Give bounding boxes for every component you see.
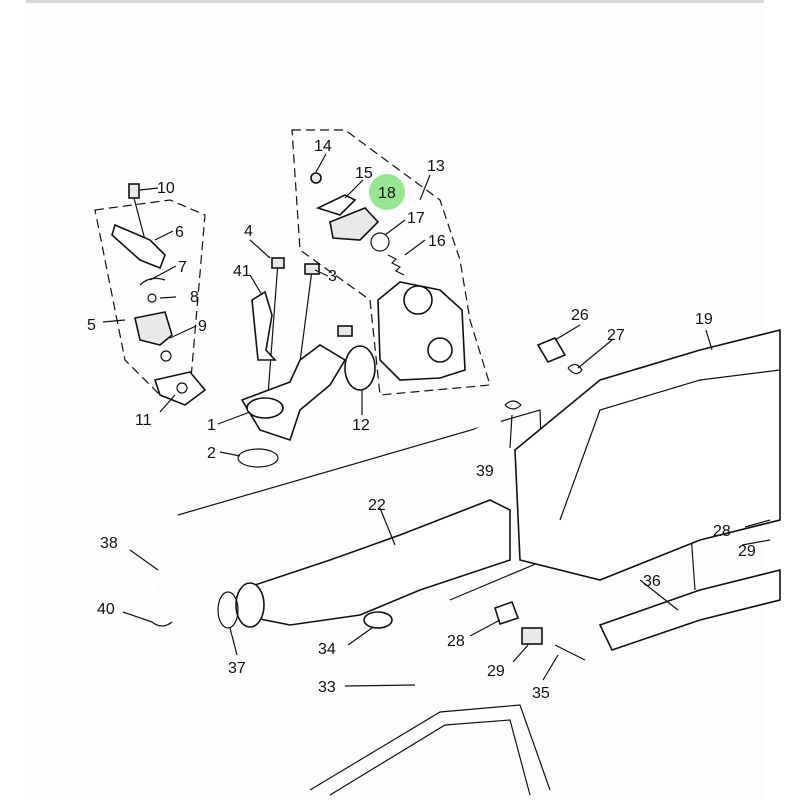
part-12-clamp: [344, 345, 376, 391]
part-injector: [134, 311, 173, 346]
callout-39: 39: [476, 463, 494, 480]
callout-8: 8: [190, 289, 199, 306]
callout-7: 7: [178, 259, 187, 276]
callout-11: 11: [135, 412, 152, 429]
part-19-air-box: [514, 328, 781, 581]
part-15-plate: [315, 194, 357, 216]
callout-2: 2: [207, 445, 216, 462]
part-35-bolt: [554, 644, 586, 661]
part-8-oring: [147, 293, 157, 303]
callout-40: 40: [97, 601, 115, 618]
callout-28-lower: 28: [447, 633, 465, 650]
part-40-clip: [151, 621, 173, 627]
callout-29-lower: 29: [487, 663, 505, 680]
part-36-cover: [598, 568, 781, 651]
callout-26: 26: [571, 307, 589, 324]
top-border: [26, 0, 764, 3]
group-13-box: [291, 129, 491, 396]
part-2-gasket: [237, 448, 279, 468]
callout-22: 22: [368, 497, 386, 514]
part-37-clamp: [217, 591, 239, 629]
callout-13: 13: [427, 158, 445, 175]
part-18-highlight: [369, 174, 405, 210]
part-27-clip: [567, 363, 583, 375]
callout-29-upper: 29: [738, 543, 756, 560]
part-16-spring: [387, 254, 405, 276]
part-39-clip: [504, 400, 522, 410]
part-17-sensor: [329, 207, 380, 241]
callout-37: 37: [228, 660, 246, 677]
part-29-grommet: [521, 627, 543, 645]
part-41-bracket: [251, 290, 277, 361]
part-34-clamp: [363, 611, 393, 629]
callout-38: 38: [100, 535, 118, 552]
callout-1: 1: [207, 417, 216, 434]
callout-18[interactable]: 18: [378, 185, 396, 202]
callout-36: 36: [643, 573, 661, 590]
part-28-pipe: [494, 600, 520, 626]
callout-27: 27: [607, 327, 625, 344]
callout-12: 12: [352, 417, 370, 434]
part-6-bracket: [111, 223, 166, 270]
callout-41: 41: [233, 263, 251, 280]
callout-19: 19: [695, 311, 713, 328]
part-9-oring: [160, 350, 172, 362]
group-5-box: [94, 199, 206, 396]
part-22-intake-duct: [239, 499, 511, 626]
part-33-hose: [364, 647, 431, 691]
callout-16: 16: [428, 233, 446, 250]
callout-4: 4: [244, 223, 253, 240]
callout-28-upper: 28: [713, 523, 731, 540]
part-26-pipe: [536, 336, 567, 364]
leader-lines: [102, 153, 771, 687]
callout-14: 14: [314, 138, 332, 155]
callout-6: 6: [175, 224, 184, 241]
callout-17: 17: [407, 210, 425, 227]
part-14-screw: [310, 172, 322, 184]
callout-33: 33: [318, 679, 336, 696]
part-4-bolt: [267, 261, 279, 396]
callout-10: 10: [157, 180, 175, 197]
callout-35: 35: [532, 685, 550, 702]
base-outline: [309, 704, 551, 791]
callout-5: 5: [87, 317, 96, 334]
callout-15: 15: [355, 165, 373, 182]
callout-9: 9: [198, 318, 207, 335]
callout-34: 34: [318, 641, 336, 658]
part-11-holder: [153, 371, 207, 406]
part-17-oring: [370, 232, 390, 252]
callout-3: 3: [328, 268, 337, 285]
part-10-bolt: [128, 183, 140, 199]
